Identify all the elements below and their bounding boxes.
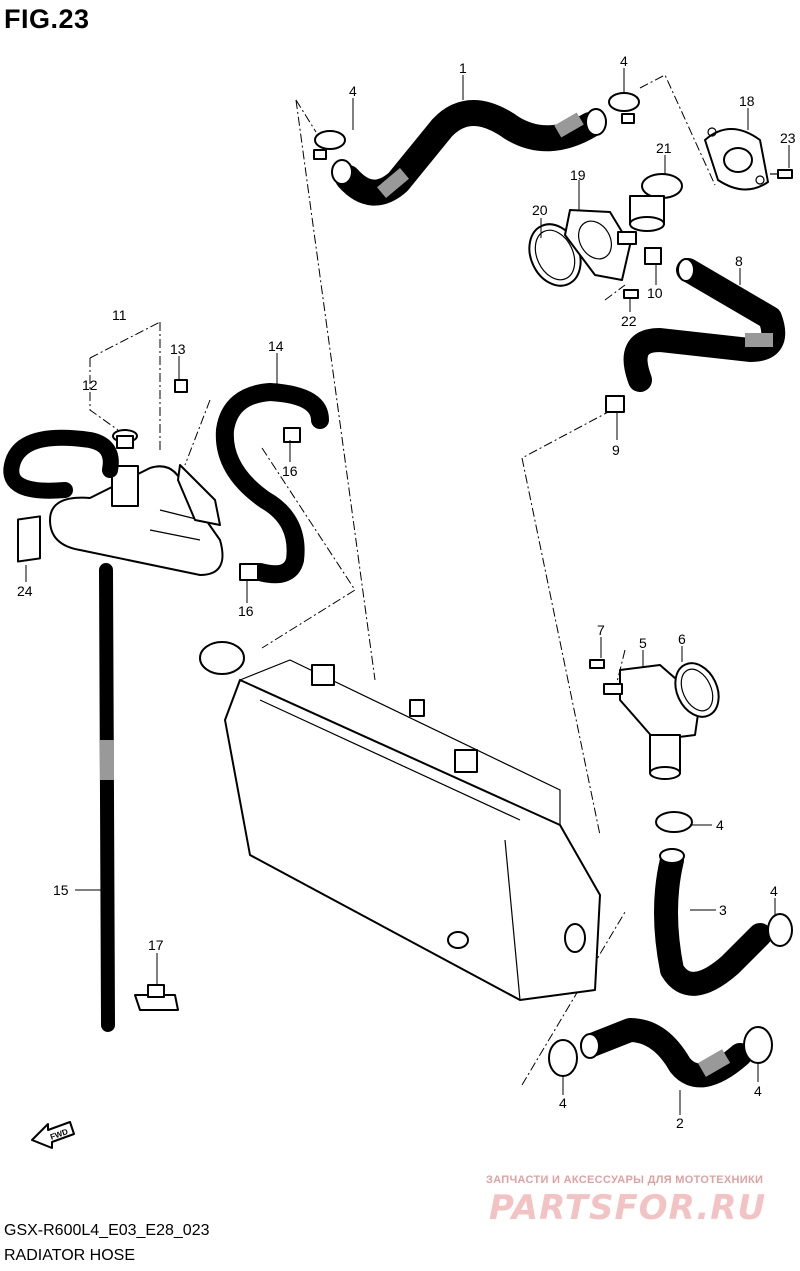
leader-lines <box>25 68 790 1115</box>
figure-title: FIG.23 <box>4 4 90 34</box>
callout-5: 5 <box>639 635 647 651</box>
watermark-tagline: ЗАПЧАСТИ И АКСЕССУАРЫ ДЛЯ МОТОТЕХНИКИ <box>486 1174 764 1186</box>
clip-17 <box>134 984 179 1011</box>
callout-4-d: 4 <box>770 883 778 899</box>
radiator <box>199 641 601 1001</box>
callout-18: 18 <box>739 93 755 109</box>
callout-3: 3 <box>719 902 727 918</box>
callout-14: 14 <box>268 338 284 354</box>
callout-19: 19 <box>570 167 586 183</box>
hose-14 <box>215 383 329 584</box>
callout-9: 9 <box>612 442 620 458</box>
callout-12: 12 <box>82 377 98 393</box>
callout-17: 17 <box>148 937 164 953</box>
callout-22: 22 <box>621 313 637 329</box>
bolt-7 <box>589 659 605 669</box>
label-24 <box>17 515 41 563</box>
callout-4-e: 4 <box>559 1095 567 1111</box>
clamp-4-lower-left <box>548 1039 578 1077</box>
hose-8 <box>623 258 786 392</box>
watermark-logo: PARTSFOR.RU <box>489 1188 767 1228</box>
cover-18 <box>704 127 769 191</box>
clamp-4-upper-left <box>313 130 346 160</box>
callout-7: 7 <box>597 622 605 638</box>
hose-1 <box>331 100 607 206</box>
thermostat-21 <box>629 173 683 232</box>
callout-21: 21 <box>656 140 672 156</box>
callout-6: 6 <box>678 631 686 647</box>
bracket-13 <box>174 379 221 526</box>
clamp-4-right-upper <box>767 913 793 947</box>
model-code: GSX-R600L4_E03_E28_023 <box>4 1222 210 1239</box>
callout-24: 24 <box>17 583 33 599</box>
clamp-4-middle <box>655 811 693 833</box>
clamp-16-lower <box>239 563 259 581</box>
clamp-4-lower-right <box>743 1026 773 1064</box>
clamp-16-upper <box>283 427 301 443</box>
callout-2: 2 <box>676 1115 684 1131</box>
diagram-name: RADIATOR HOSE <box>4 1247 135 1264</box>
callout-15: 15 <box>53 882 69 898</box>
bolt-22 <box>623 289 639 299</box>
callout-1: 1 <box>459 60 467 76</box>
bolt-23 <box>770 169 793 179</box>
hose-15 <box>99 563 115 1032</box>
callout-4-a: 4 <box>349 83 357 99</box>
clamp-10 <box>644 247 662 265</box>
clamp-4-upper-right <box>608 92 640 124</box>
o-ring-6 <box>674 662 720 718</box>
callout-4-b: 4 <box>620 53 628 69</box>
callout-labels: 1 2 3 4 4 4 4 4 4 5 6 7 8 9 10 11 12 13 … <box>17 53 796 1131</box>
hose-3 <box>654 848 772 996</box>
callout-11: 11 <box>112 307 127 323</box>
callout-4-c: 4 <box>716 817 724 833</box>
callout-4-f: 4 <box>754 1083 762 1099</box>
forward-direction-arrow: FWD <box>31 1121 75 1149</box>
callout-20: 20 <box>532 202 548 218</box>
callout-10: 10 <box>647 285 663 301</box>
callout-16-a: 16 <box>282 463 298 479</box>
hose-2 <box>580 1018 752 1088</box>
breather-hose-loop <box>3 429 119 499</box>
clamp-9 <box>605 395 625 413</box>
callout-13: 13 <box>170 341 186 357</box>
callout-8: 8 <box>735 253 743 269</box>
callout-23: 23 <box>780 130 796 146</box>
housing-19 <box>564 209 637 281</box>
callout-16-b: 16 <box>238 603 254 619</box>
